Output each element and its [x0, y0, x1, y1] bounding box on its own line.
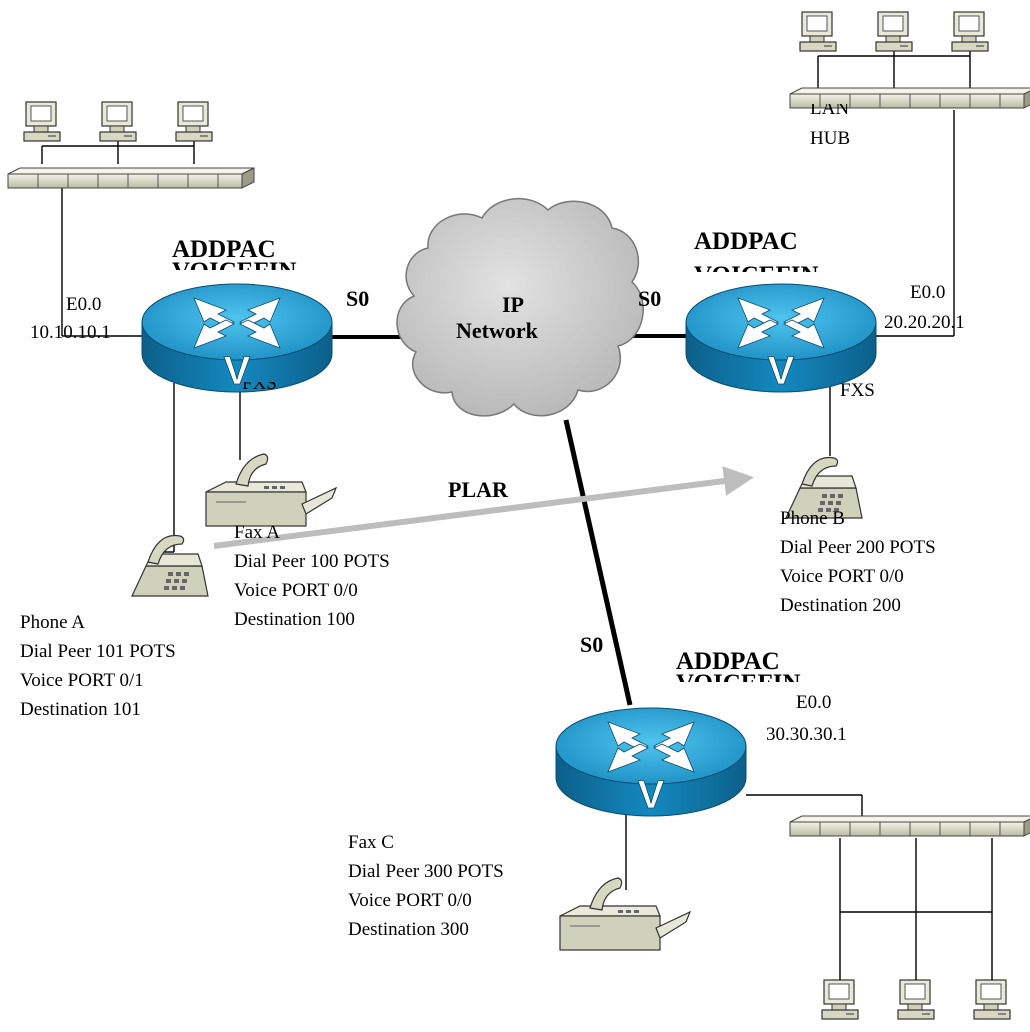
fax-a-device[interactable] [205, 453, 337, 527]
router-b-wan-label: S0 [638, 286, 662, 311]
router-c-brand: ADDPAC [676, 648, 780, 675]
fax-a-destination: Destination 100 [234, 609, 355, 630]
phone-a-voice-port: Voice PORT 0/1 [20, 670, 144, 691]
plar-arrow [213, 466, 754, 549]
fax-c-info: Fax C Dial Peer 300 POTS Voice PORT 0/0 … [348, 828, 504, 944]
phone-b-dial-peer: Dial Peer 200 POTS [780, 537, 936, 558]
router-b-voice-iface: FXS [840, 380, 875, 401]
hub-c[interactable] [789, 815, 1030, 837]
fax-a-info: Fax A Dial Peer 100 POTS Voice PORT 0/0 … [234, 518, 390, 634]
router-c[interactable] [555, 707, 747, 818]
phone-b-name: Phone B [780, 508, 845, 529]
pc-a1[interactable] [23, 101, 61, 142]
router-c-lan-ip: 30.30.30.1 [766, 724, 847, 745]
fax-a-name: Fax A [234, 522, 280, 543]
lan-a-wiring [41, 140, 241, 553]
hub-a[interactable] [7, 167, 255, 189]
fax-c-destination: Destination 300 [348, 919, 469, 940]
phone-b-destination: Destination 200 [780, 595, 901, 616]
pc-c2[interactable] [897, 979, 935, 1020]
router-c-model: VOICEFIN [676, 670, 846, 682]
lan-b-wiring [817, 50, 971, 456]
pc-b3[interactable] [951, 11, 989, 52]
pc-b1[interactable] [799, 11, 837, 52]
wan-link-c [563, 419, 633, 706]
fax-c-device[interactable] [559, 877, 691, 951]
fax-c-voice-port: Voice PORT 0/0 [348, 890, 472, 911]
router-a[interactable] [141, 283, 333, 394]
router-a-model: VOICEFIN [172, 258, 342, 270]
router-a-brand: ADDPAC [172, 236, 276, 263]
pc-b2[interactable] [875, 11, 913, 52]
phone-a-name: Phone A [20, 612, 85, 633]
router-b-model: VOICEFIN [694, 262, 864, 272]
router-a-label: ADDPAC VOICEFIN [172, 236, 342, 270]
phone-b-voice-port: Voice PORT 0/0 [780, 566, 904, 587]
plar-label: PLAR [448, 480, 508, 502]
router-b-label: ADDPAC VOICEFIN [694, 228, 864, 272]
phone-a-device[interactable] [131, 534, 209, 597]
cloud-line1: IP [502, 292, 524, 317]
phone-a-destination: Destination 101 [20, 699, 141, 720]
phone-a-dial-peer: Dial Peer 101 POTS [20, 641, 176, 662]
ip-network-cloud [396, 197, 644, 417]
router-b-lan-port: E0.0 [910, 282, 946, 303]
hub-b-label-line1: LAN [810, 104, 850, 119]
fax-a-dial-peer: Dial Peer 100 POTS [234, 551, 390, 572]
router-b-brand: ADDPAC [694, 228, 798, 255]
router-c-label: ADDPAC VOICEFIN [676, 648, 846, 682]
lan-c-drops [839, 912, 993, 980]
router-c-lan-port: E0.0 [796, 692, 832, 713]
pc-c3[interactable] [973, 979, 1011, 1020]
router-b-lan-ip: 20.20.20.1 [884, 312, 965, 333]
pc-a2[interactable] [99, 101, 137, 142]
cloud-line2: Network [456, 318, 538, 343]
hub-b-label-line2: HUB [810, 128, 851, 149]
pc-c1[interactable] [821, 979, 859, 1020]
router-a-wan-label: S0 [346, 286, 370, 311]
router-c-wan-label: S0 [580, 632, 604, 657]
phone-b-info: Phone B Dial Peer 200 POTS Voice PORT 0/… [780, 504, 936, 620]
fax-c-name: Fax C [348, 832, 394, 853]
pc-a3[interactable] [175, 101, 213, 142]
fax-a-voice-port: Voice PORT 0/0 [234, 580, 358, 601]
router-a-voice-iface: FXS [242, 382, 277, 394]
phone-a-info: Phone A Dial Peer 101 POTS Voice PORT 0/… [20, 608, 176, 724]
router-a-lan-port: E0.0 [66, 294, 102, 315]
lan-c-wiring [625, 794, 993, 913]
router-a-lan-ip: 10.10.10.1 [30, 322, 111, 343]
fax-c-dial-peer: Dial Peer 300 POTS [348, 861, 504, 882]
